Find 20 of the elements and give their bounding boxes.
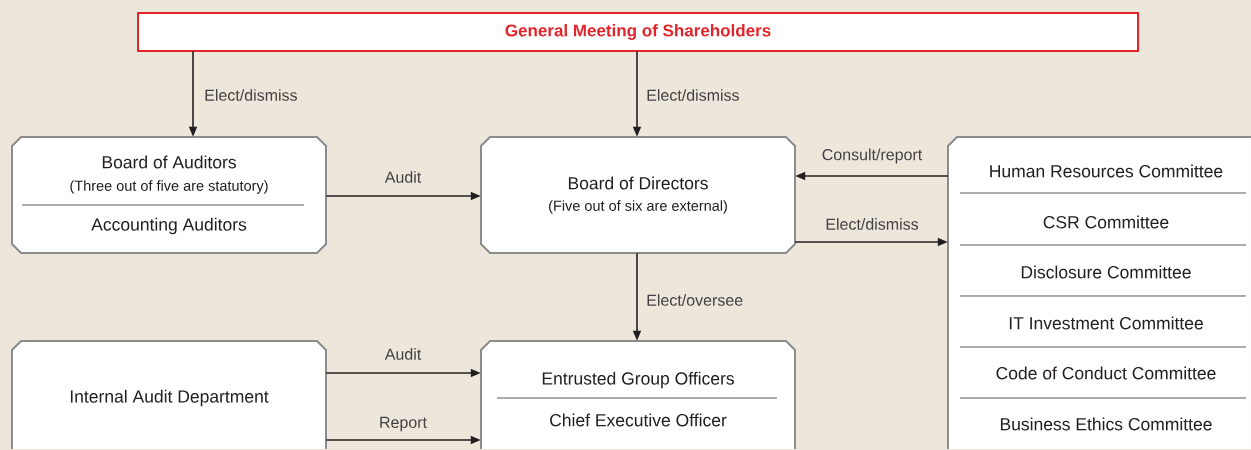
edge-label: Elect/dismiss bbox=[647, 89, 739, 101]
committee-name: Code of Conduct Committee bbox=[996, 366, 1216, 380]
edge-label: Elect/dismiss bbox=[826, 218, 919, 230]
meeting-box: General Meeting of Shareholders bbox=[137, 12, 1139, 52]
committee-name: IT Investment Committee bbox=[1009, 316, 1203, 330]
edge-label: Elect/dismiss bbox=[205, 89, 297, 101]
committee-name: Business Ethics Committee bbox=[1000, 417, 1212, 431]
organization-box: Internal Audit Department bbox=[11, 340, 327, 450]
organization-box: Entrusted Group Officers Chief Executive Officer bbox=[480, 340, 796, 450]
committee-name: Human Resources Committee bbox=[990, 164, 1223, 178]
edge-label: Audit bbox=[384, 171, 422, 183]
edge-label: Audit bbox=[384, 348, 422, 360]
committee-name: CSR Committee bbox=[1043, 215, 1169, 229]
committee-name: Disclosure Committee bbox=[1021, 265, 1191, 279]
edge-label: Elect/oversee bbox=[647, 294, 743, 306]
committee-panel bbox=[947, 136, 1251, 450]
organization-box: Board of Directors (Five out of six are external) bbox=[480, 136, 796, 254]
edge-label: Report bbox=[380, 416, 427, 432]
organization-box: Board of Auditors (Three out of five are statutory) Accounting Auditors bbox=[11, 136, 327, 254]
edge-label: Consult/report bbox=[822, 148, 923, 164]
